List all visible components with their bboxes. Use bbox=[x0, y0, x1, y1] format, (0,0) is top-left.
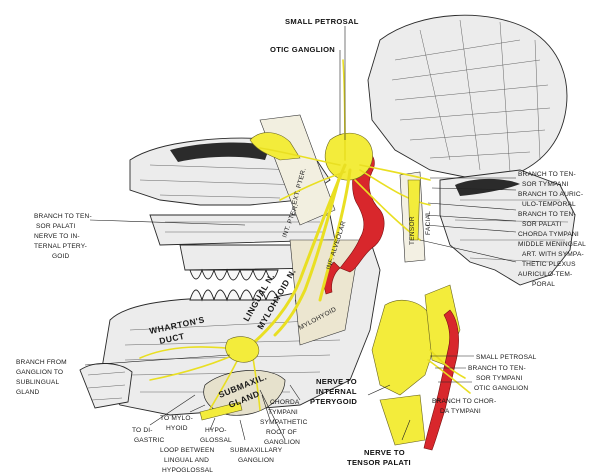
label-branch-from-ganglion-2: GANGLION TO bbox=[16, 369, 63, 376]
label-middle-meningeal-2: ART. WITH SYMPA- bbox=[522, 251, 584, 258]
label-loop-1: LOOP BETWEEN bbox=[160, 447, 215, 454]
label-nerve-internal-pterygoid-i-3: PTERYGOID bbox=[310, 397, 357, 406]
label-sympathetic-root-1: SYMPATHETIC bbox=[260, 419, 308, 426]
labels: SMALL PETROSAL OTIC GANGLION BRANCH TO T… bbox=[16, 17, 586, 474]
label-loop-2: LINGUAL AND bbox=[164, 457, 209, 464]
label-branch-tensor-tympani-2: SOR TYMPANI bbox=[522, 181, 568, 188]
label-branch-from-ganglion-1: BRANCH FROM bbox=[16, 359, 67, 366]
label-small-petrosal: SMALL PETROSAL bbox=[285, 17, 359, 26]
label-otic-ganglion: OTIC GANGLION bbox=[270, 45, 335, 54]
label-nerve-internal-pterygoid-l-1: NERVE TO IN- bbox=[34, 233, 80, 240]
label-branch-tensor-tympani-1: BRANCH TO TEN- bbox=[518, 171, 576, 178]
label-branch-from-ganglion-3: SUBLINGUAL bbox=[16, 379, 59, 386]
label-middle-meningeal-1: MIDDLE MENINGEAL bbox=[518, 241, 586, 248]
label-nerve-internal-pterygoid-i-1: NERVE TO bbox=[316, 377, 357, 386]
label-inset-otic-ganglion: OTIC GANGLION bbox=[474, 385, 528, 392]
label-branch-auriculo-1: BRANCH TO AURIC- bbox=[518, 191, 583, 198]
label-branch-tensor-palati-l-1: BRANCH TO TEN- bbox=[34, 213, 92, 220]
label-submaxillary-ganglion-1: SUBMAXILLARY bbox=[230, 447, 283, 454]
inset-detail bbox=[371, 284, 471, 451]
label-auriculo-temporal-1: AURICULO-TEM- bbox=[518, 271, 572, 278]
skull-illustration bbox=[79, 14, 576, 416]
label-to-digastric-2: GASTRIC bbox=[134, 437, 164, 444]
label-chorda-tympani-c-2: TYMPANI bbox=[268, 409, 298, 416]
label-inset-branch-chorda-2: DA TYMPANI bbox=[440, 408, 481, 415]
label-chorda-tympani-r: CHORDA TYMPANI bbox=[518, 231, 579, 238]
label-inset-branch-tensor-tympani-1: BRANCH TO TEN- bbox=[468, 365, 526, 372]
label-branch-tensor-palati-r-1: BRANCH TO TEN- bbox=[518, 211, 576, 218]
label-sympathetic-root-2: ROOT OF bbox=[266, 429, 297, 436]
label-branch-tensor-palati-l-2: SOR PALATI bbox=[36, 223, 75, 230]
teeth bbox=[189, 268, 279, 302]
label-branch-auriculo-2: ULO-TEMPORAL bbox=[522, 201, 576, 208]
label-nerve-internal-pterygoid-l-3: GOID bbox=[52, 253, 70, 260]
label-nerve-internal-pterygoid-i-2: INTERNAL bbox=[316, 387, 357, 396]
label-branch-from-ganglion-4: GLAND bbox=[16, 389, 40, 396]
label-hypoglossal-2: GLOSSAL bbox=[200, 437, 232, 444]
label-loop-3: HYPOGLOSSAL bbox=[162, 467, 213, 474]
label-branch-tensor-palati-r-2: SOR PALATI bbox=[522, 221, 561, 228]
inscription-tensor: TENSOR bbox=[409, 216, 416, 245]
label-middle-meningeal-3: THETIC PLEXUS bbox=[522, 261, 576, 268]
label-nerve-tensor-palati-1: NERVE TO bbox=[364, 448, 405, 457]
label-sympathetic-root-3: GANGLION bbox=[264, 439, 300, 446]
label-hypoglossal-1: HYPO- bbox=[205, 427, 227, 434]
leader-lines bbox=[84, 26, 517, 441]
label-inset-branch-chorda-1: BRANCH TO CHOR- bbox=[432, 398, 496, 405]
inscription-facial: FACIAL bbox=[425, 211, 432, 235]
label-submaxillary-ganglion-2: GANGLION bbox=[238, 457, 274, 464]
label-to-mylohyoid-2: HYOID bbox=[166, 425, 188, 432]
label-inset-branch-tensor-tympani-2: SOR TYMPANI bbox=[476, 375, 522, 382]
label-inset-small-petrosal: SMALL PETROSAL bbox=[476, 354, 537, 361]
label-nerve-internal-pterygoid-l-2: TERNAL PTERY- bbox=[34, 243, 87, 250]
label-chorda-tympani-c-1: CHORDA bbox=[270, 399, 300, 406]
label-auriculo-temporal-2: PORAL bbox=[532, 281, 555, 288]
label-nerve-tensor-palati-2: TENSOR PALATI bbox=[347, 458, 411, 467]
label-to-digastric-1: TO DI- bbox=[132, 427, 153, 434]
nerve-network bbox=[139, 59, 431, 421]
label-to-mylohyoid-1: TO MYLO- bbox=[160, 415, 193, 422]
